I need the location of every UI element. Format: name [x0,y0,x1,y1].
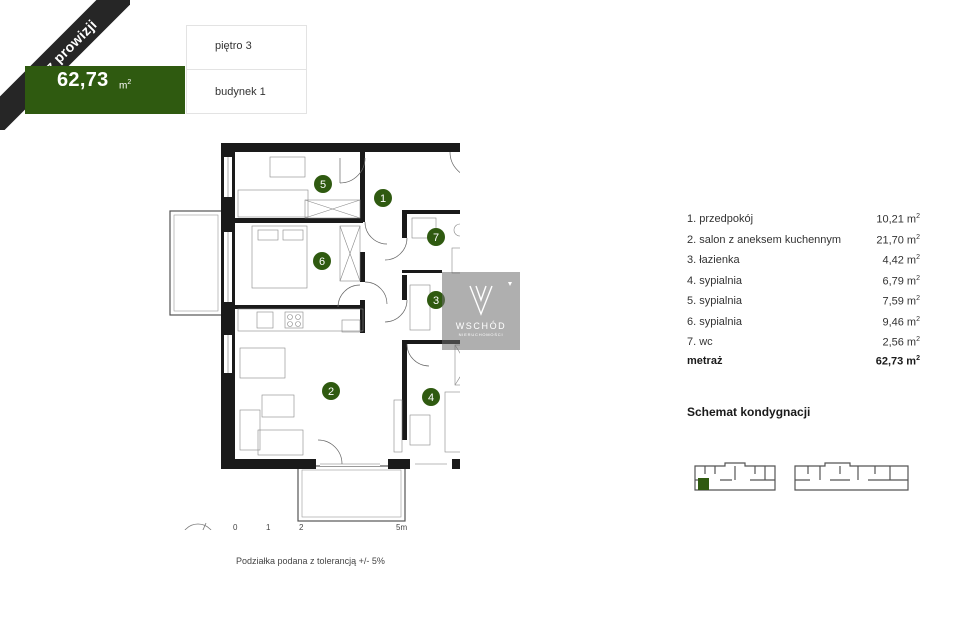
room-area: 7,59 m2 [882,295,920,308]
room-name: 6. sypialnia [687,316,743,328]
room-row: 6. sypialnia 9,46 m2 [687,316,920,332]
area-unit: m2 [119,79,132,92]
room-row: 1. przedpokój 10,21 m2 [687,213,920,229]
room-name: 5. sypialnia [687,295,743,307]
floor-schema-title: Schemat kondygnacji [687,405,811,419]
room-row: 7. wc 2,56 m2 [687,336,920,352]
room-area: 10,21 m2 [876,213,920,226]
room-markers [313,175,445,406]
building-label: budynek 1 [215,86,266,98]
floor-label: piętro 3 [215,40,252,52]
room-row: 4. sypialnia 6,79 m2 [687,275,920,291]
watermark-icon [469,282,512,316]
watermark-logo: WSCHÓD NIERUCHOMOŚCI [442,272,520,350]
location-info: piętro 3 budynek 1 [186,25,307,114]
room-row: 5. sypialnia 7,59 m2 [687,295,920,311]
watermark-brand: WSCHÓD [455,321,507,331]
total-label: metraż [687,355,723,367]
scale-tolerance-note: Podziałka podana z tolerancją +/- 5% [236,556,385,566]
scale-mark-2: 2 [299,523,304,532]
room-area: 6,79 m2 [882,275,920,288]
room-label-6: 6 [319,256,325,268]
room-row: 3. łazienka 4,42 m2 [687,254,920,270]
room-label-4: 4 [428,392,434,404]
info-divider [187,69,306,70]
total-area: 62,73 m2 [875,355,920,368]
area-value: 62,73 [57,69,109,91]
current-apartment-marker [698,478,709,490]
room-name: 3. łazienka [687,254,740,266]
room-row: 2. salon z aneksem kuchennym 21,70 m2 [687,234,920,250]
room-label-7: 7 [433,232,439,244]
room-area: 4,42 m2 [882,254,920,267]
room-label-5: 5 [320,179,326,191]
room-area: 9,46 m2 [882,316,920,329]
room-area: 2,56 m2 [882,336,920,349]
balcony-south [297,465,406,522]
room-label-1: 1 [380,193,386,205]
scale-mark-0: 0 [233,523,238,532]
floor-schema [694,462,909,491]
room-label-3: 3 [433,295,439,307]
scale-mark-5m: 5m [396,523,408,532]
compass-icon: N [184,522,212,530]
room-name: 4. sypialnia [687,275,743,287]
room-label-2: 2 [328,386,334,398]
watermark-subtitle: NIERUCHOMOŚCI [458,332,504,337]
room-name: 7. wc [687,336,713,348]
room-name: 1. przedpokój [687,213,754,225]
floor-plan: 1 2 3 4 5 6 7 N [169,143,460,530]
room-name: 2. salon z aneksem kuchennym [687,234,842,246]
outer-walls [221,143,460,469]
area-badge [25,66,185,114]
balcony-west [169,210,223,316]
room-area: 21,70 m2 [876,234,920,247]
interior-walls [235,152,460,440]
scale-mark-1: 1 [266,523,271,532]
